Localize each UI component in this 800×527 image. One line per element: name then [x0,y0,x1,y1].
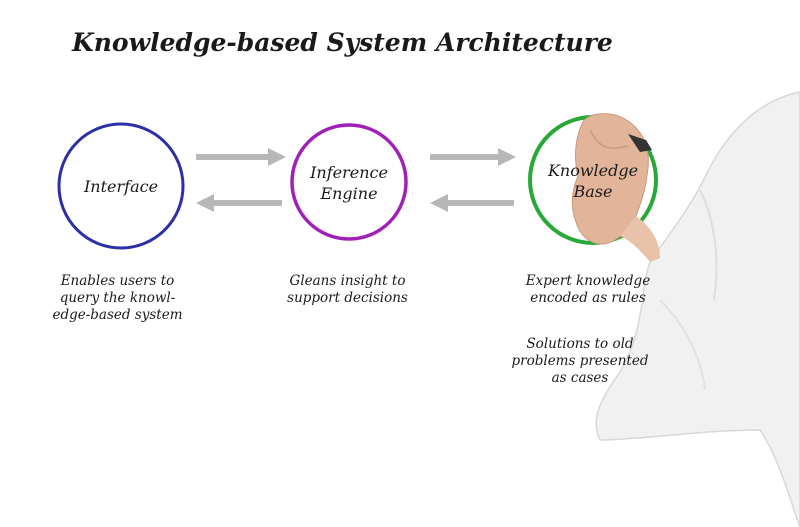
knowledge-base-label-line-2: Base [573,182,613,201]
hand-with-marker-illustration [571,91,800,527]
sleeve [595,91,800,527]
diagram-title: Knowledge-based System Architecture [72,28,613,57]
marker [628,134,652,152]
inference-engine-label-line-2: Engine [320,184,378,203]
inference-description: Gleans insight to support decisions [260,273,435,307]
interface-description: Enables users to query the knowl- edge-b… [30,273,205,324]
inference-engine-label-line-1: Inference [310,163,388,182]
knowledge-rules-description-line-2: encoded as rules [530,290,646,306]
interface-circle [57,122,185,250]
interface-label: Interface [83,177,159,196]
arrow-engine-to-knowledge [430,148,516,166]
knowledge-cases-description-line-1: Solutions to old [526,336,634,352]
knowledge-rules-description: Expert knowledge encoded as rules [498,273,678,307]
interface-description-line-1: Enables users to [60,273,175,289]
inference-description-line-2: support decisions [287,290,408,306]
knowledge-cases-description-line-3: as cases [551,370,609,386]
arrow-knowledge-to-engine [430,194,514,212]
arrow-engine-to-interface [196,194,282,212]
knowledge-rules-description-line-1: Expert knowledge [525,273,651,289]
inference-description-line-1: Gleans insight to [289,273,406,289]
arrow-interface-to-engine [196,148,286,166]
inference-engine-circle [290,123,408,241]
knowledge-cases-description: Solutions to old problems presented as c… [490,336,670,387]
knowledge-base-label: Knowledge Base [538,160,648,202]
knowledge-cases-description-line-2: problems presented [511,353,649,369]
interface-description-line-3: edge-based system [52,307,183,323]
inference-engine-label: Inference Engine [294,162,404,204]
knowledge-base-label-line-1: Knowledge [547,161,639,180]
interface-description-line-2: query the knowl- [59,290,176,306]
